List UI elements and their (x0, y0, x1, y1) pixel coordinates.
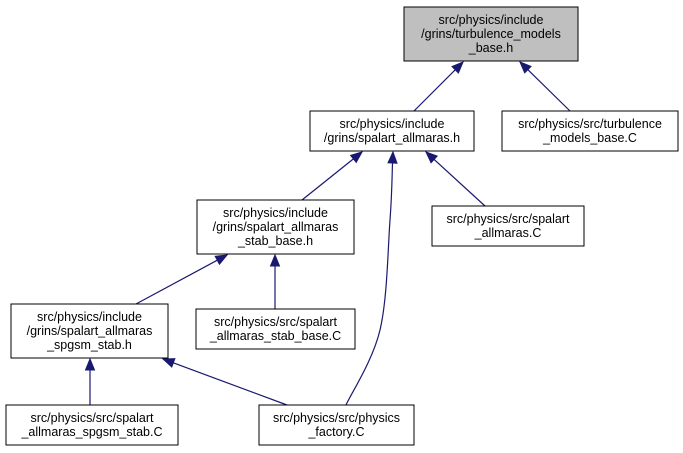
node-spalart-allmaras-h[interactable]: src/physics/include/grins/spalart_allmar… (309, 110, 475, 152)
node-label-line: _factory.C (307, 425, 364, 439)
arrowhead-icon (84, 357, 96, 371)
node-label-line: src/physics/src/spalart (214, 315, 337, 329)
edge-spalart_allmaras_C-to-spalart_allmaras_h (425, 151, 486, 207)
edge-line (173, 362, 288, 406)
node-label-line: src/physics/include (340, 117, 445, 131)
node-physics-factory-C[interactable]: src/physics/src/physics_factory.C (258, 404, 415, 446)
node-box (258, 404, 415, 446)
arrowhead-icon (214, 254, 229, 266)
node-label-line: /grins/spalart_allmaras.h (324, 131, 460, 145)
node-box (431, 205, 585, 247)
edge-spalart_allmaras_spgsm_stab_C-to-spalart_allmaras_spgsm_stab_h (84, 357, 96, 405)
node-box (403, 6, 579, 62)
edge-line (301, 158, 354, 201)
arrowhead-icon (451, 61, 464, 74)
node-label-line: src/physics/include (439, 13, 544, 27)
edges-layer (84, 61, 571, 406)
edge-line (413, 69, 456, 112)
edge-line (345, 162, 394, 406)
edge-spalart_allmaras_stab_base_h-to-spalart_allmaras_h (301, 151, 364, 201)
edge-spalart_allmaras_spgsm_stab_h-to-spalart_allmaras_stab_base_h (135, 254, 229, 305)
arrowhead-icon (349, 151, 364, 164)
node-box (309, 110, 475, 152)
node-label-line: _base.h (468, 41, 514, 55)
node-turbulence-models-base-h[interactable]: src/physics/include/grins/turbulence_mod… (403, 6, 579, 62)
arrowhead-icon (269, 253, 281, 267)
edge-spalart_allmaras_stab_base_C-to-spalart_allmaras_stab_base_h (269, 253, 281, 309)
node-spalart-allmaras-stab-base-C[interactable]: src/physics/src/spalart_allmaras_stab_ba… (195, 308, 356, 350)
node-label-line: _stab_base.h (237, 234, 313, 248)
node-label-line: src/physics/include (223, 206, 328, 220)
node-box (10, 303, 169, 359)
node-turbulence-models-base-C[interactable]: src/physics/src/turbulence_models_base.C (501, 110, 679, 152)
edge-physics_factory_C-to-spalart_allmaras_h (345, 150, 398, 406)
edge-line (135, 259, 218, 305)
node-label-line: _allmaras_stab_base.C (209, 329, 341, 343)
edge-physics_factory_C-to-spalart_allmaras_spgsm_stab_h (161, 358, 288, 406)
arrowhead-icon (519, 61, 532, 74)
node-spalart-allmaras-C[interactable]: src/physics/src/spalart_allmaras.C (431, 205, 585, 247)
arrowhead-icon (387, 150, 398, 164)
arrowhead-icon (425, 151, 439, 164)
node-label-line: _spgsm_stab.h (46, 338, 132, 352)
node-label-line: src/physics/src/spalart (31, 411, 154, 425)
node-box (501, 110, 679, 152)
node-spalart-allmaras-spgsm-stab-C[interactable]: src/physics/src/spalart_allmaras_spgsm_s… (5, 404, 179, 446)
node-label-line: src/physics/src/physics (273, 411, 400, 425)
node-label-line: /grins/turbulence_models (421, 27, 561, 41)
arrowhead-icon (161, 358, 176, 368)
node-spalart-allmaras-stab-base-h[interactable]: src/physics/include/grins/spalart_allmar… (196, 199, 355, 255)
node-label-line: /grins/spalart_allmaras (27, 324, 153, 338)
node-label-line: src/physics/include (37, 310, 142, 324)
node-spalart-allmaras-spgsm-stab-h[interactable]: src/physics/include/grins/spalart_allmar… (10, 303, 169, 359)
node-label-line: _allmaras_spgsm_stab.C (20, 425, 162, 439)
node-label-line: _allmaras.C (474, 226, 542, 240)
nodes-layer: src/physics/include/grins/turbulence_mod… (5, 6, 679, 446)
node-box (5, 404, 179, 446)
edge-line (433, 158, 486, 207)
node-label-line: src/physics/src/spalart (447, 212, 570, 226)
edge-spalart_allmaras_h-to-turbulence_models_base_h (413, 61, 464, 112)
edge-line (527, 69, 571, 112)
node-label-line: _models_base.C (542, 131, 637, 145)
node-box (196, 199, 355, 255)
node-label-line: /grins/spalart_allmaras (213, 220, 339, 234)
node-label-line: src/physics/src/turbulence (518, 117, 662, 131)
node-box (195, 308, 356, 350)
edge-turbulence_models_base_C-to-turbulence_models_base_h (519, 61, 571, 112)
